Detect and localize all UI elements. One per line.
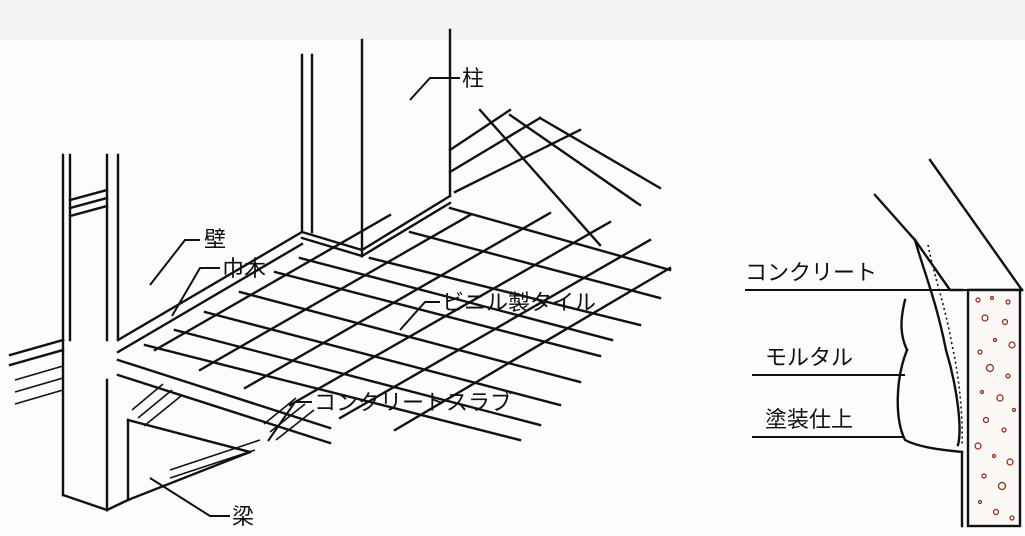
aggregate-dot <box>981 314 989 322</box>
label-beam: 梁 <box>232 505 254 530</box>
tile-grid-back <box>448 108 662 247</box>
label-wall: 壁 <box>204 228 226 253</box>
aggregate-dot <box>992 337 998 343</box>
aggregate-dot <box>1009 515 1015 521</box>
aggregate-dot <box>989 295 995 301</box>
label-vinyl-tile: ビニル製タイル <box>442 291 596 316</box>
aggregate-dot <box>981 473 987 479</box>
aggregate-dot <box>1005 299 1011 305</box>
beam-shape <box>61 338 261 512</box>
aggregate-dot <box>1011 407 1017 413</box>
paint-finish-curve <box>896 348 964 454</box>
label-mortar: モルタル <box>765 346 853 371</box>
aggregate-dot <box>1006 458 1014 466</box>
aggregate-dot <box>997 481 1007 491</box>
aggregate-dot <box>977 499 983 505</box>
leader-concrete-slab <box>267 401 312 442</box>
wall-shape <box>61 153 120 342</box>
aggregate-dot <box>979 389 985 395</box>
leader-column <box>409 77 460 101</box>
label-baseboard: 巾木 <box>222 257 266 282</box>
leader-lines-left <box>149 77 460 517</box>
isometric-floor-drawing: 柱 壁 巾木 ビニル製タイル コンクリートスラブ 梁 <box>8 28 672 530</box>
aggregate-dot <box>1008 341 1016 349</box>
aggregate-dot <box>985 363 995 373</box>
aggregate-dot <box>992 508 1000 516</box>
leader-vinyl-tile <box>399 301 440 331</box>
aggregate-dot <box>996 394 1004 402</box>
leader-wall <box>149 239 200 286</box>
aggregate-dot <box>974 442 982 450</box>
aggregate-dot <box>1005 373 1011 379</box>
mortar-outer <box>913 238 961 447</box>
concrete-aggregate <box>974 295 1017 521</box>
label-column: 柱 <box>462 67 484 92</box>
baseboard-shape <box>116 230 304 354</box>
label-concrete: コンクリート <box>745 261 877 286</box>
aggregate-dot <box>975 297 981 303</box>
mortar-bulge <box>900 298 909 352</box>
aggregate-dot <box>991 453 997 459</box>
label-paint-finish: 塗装仕上 <box>765 408 853 433</box>
mortar-texture <box>927 244 963 446</box>
aggregate-dot <box>977 349 983 355</box>
label-concrete-slab: コンクリートスラブ <box>314 391 512 416</box>
section-detail-drawing: コンクリート モルタル 塗装仕上 <box>745 158 1024 528</box>
leader-baseboard <box>171 267 220 317</box>
leader-beam <box>149 477 230 517</box>
aggregate-dot <box>1001 318 1009 326</box>
aggregate-dot <box>1001 427 1007 433</box>
aggregate-dot <box>982 416 990 424</box>
top-band <box>0 0 1025 40</box>
tile-grid-front <box>143 206 672 442</box>
concrete-slab-shape <box>8 338 332 445</box>
concrete-block <box>966 288 1022 528</box>
